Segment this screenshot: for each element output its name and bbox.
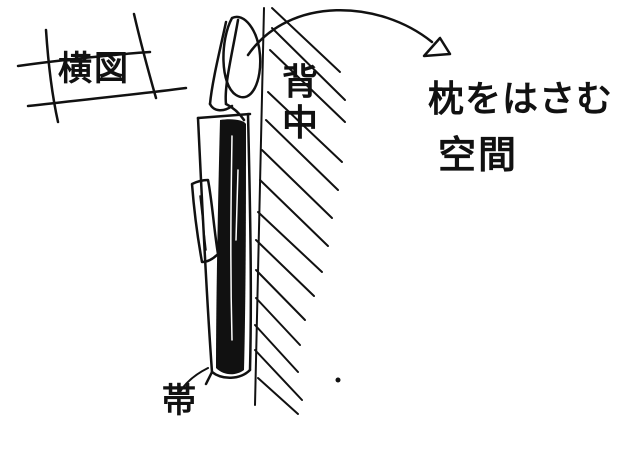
pillow-shape [222, 15, 262, 99]
obi-knot-highlight [230, 135, 239, 341]
pointer-arrow [246, 9, 434, 57]
pillow-space-label-line2: 空間 [438, 133, 519, 177]
back-wall [254, 7, 346, 415]
pillow-space-label-line1: 枕をはさむ [428, 79, 614, 120]
back-label: 背中 [282, 62, 319, 145]
obi-knot [196, 112, 253, 386]
view-label: 横図 [58, 49, 130, 89]
upper-strap [208, 18, 246, 122]
obi-pointer [179, 367, 209, 393]
view-label-frame [16, 12, 188, 124]
folded-flap [190, 178, 220, 264]
arrow-head [422, 36, 452, 58]
stray-dot [335, 377, 341, 383]
obi-label: 帯 [162, 381, 196, 421]
